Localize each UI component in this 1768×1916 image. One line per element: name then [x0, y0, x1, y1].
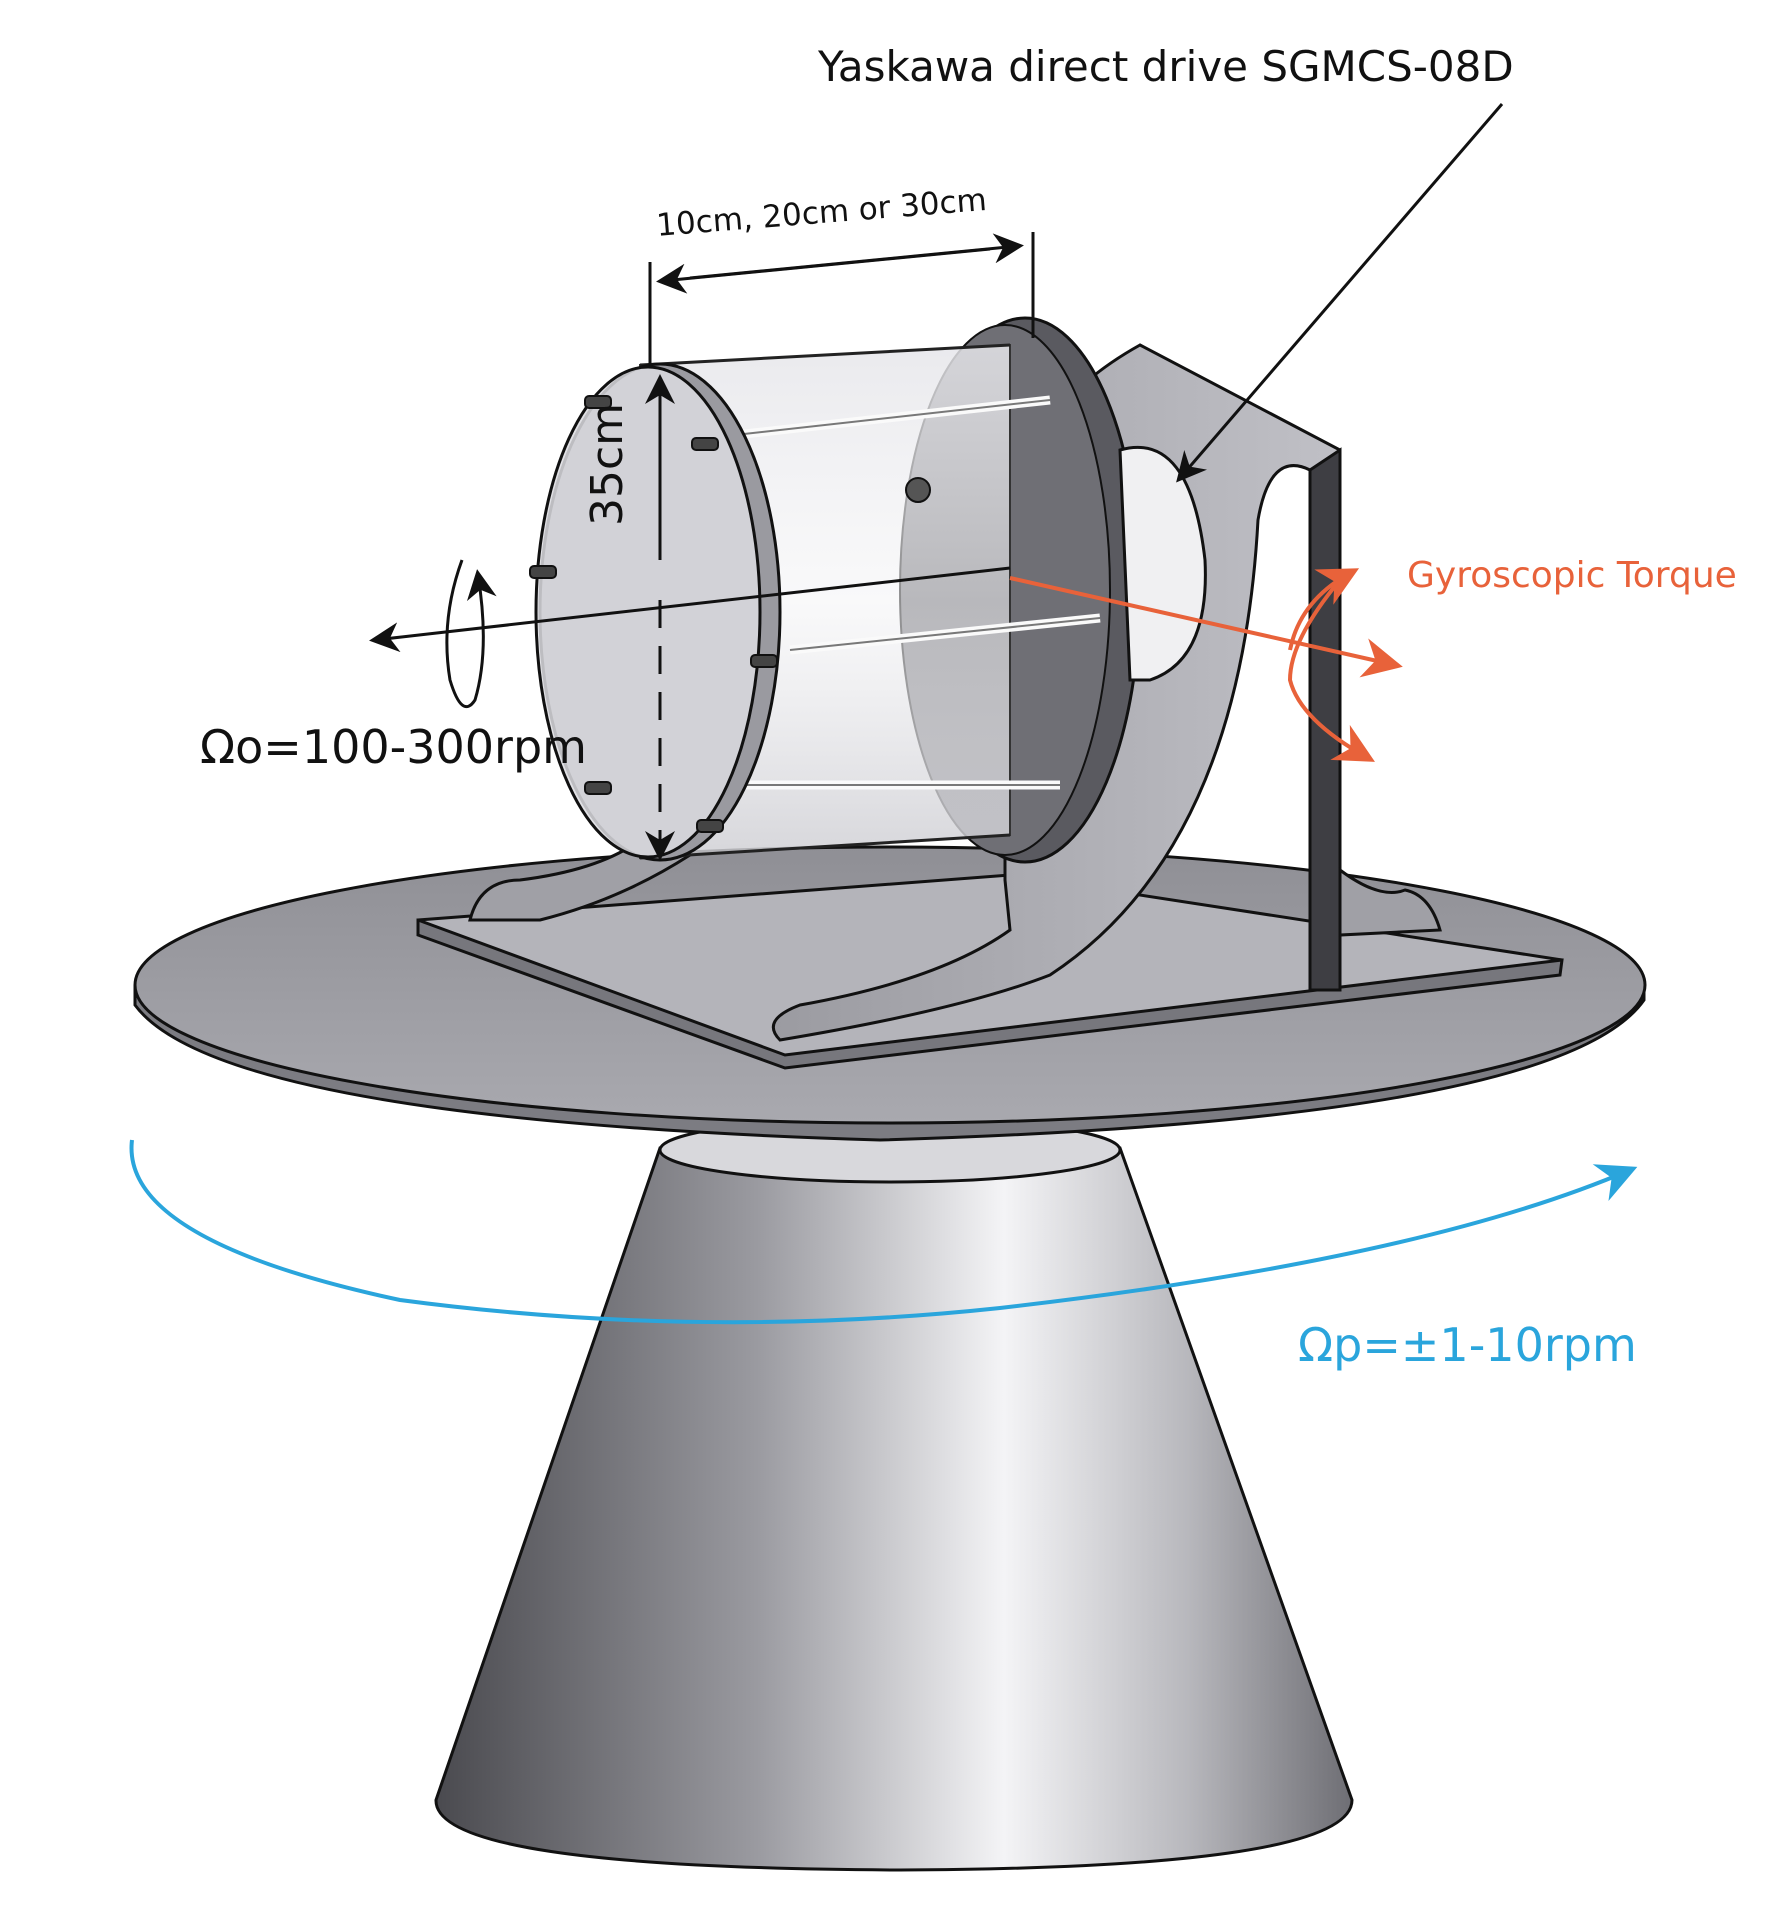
motor-leader [1176, 103, 1504, 483]
omega-o-label: Ωo=100-300rpm [200, 720, 587, 774]
rotation-axis [369, 559, 1011, 709]
gyroscopic-torque-label: Gyroscopic Torque [1407, 555, 1737, 596]
omega-p-label: Ωp=±1-10rpm [1298, 1318, 1637, 1372]
torque-arrows [1009, 568, 1403, 762]
precession-arrow [129, 1139, 1638, 1325]
flywheel-drum [529, 343, 1101, 862]
cone-base [434, 1116, 1354, 1872]
length-dimension [648, 232, 1035, 365]
diameter-label: 35cm [582, 402, 633, 526]
motor-label: Yaskawa direct drive SGMCS-08D [818, 42, 1514, 91]
